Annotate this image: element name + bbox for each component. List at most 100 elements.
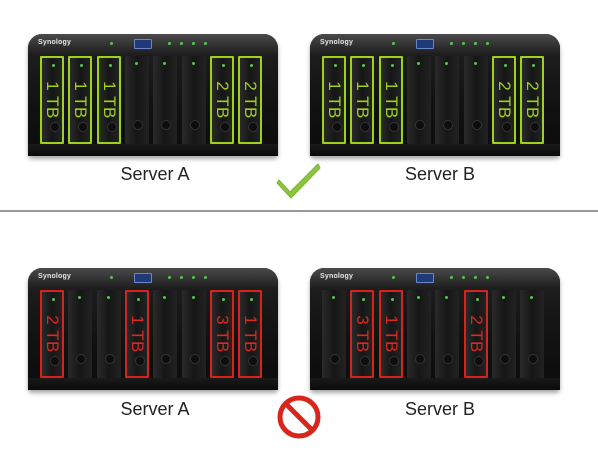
drive-latch (105, 354, 115, 364)
top-server-b-label: Server B (404, 164, 476, 184)
drive-latch (360, 122, 370, 132)
drive-bay-green: 1 TB (350, 56, 374, 144)
drive-latch (332, 122, 342, 132)
chassis-top-strip (28, 268, 278, 288)
bottom-server-a-label: Server A (120, 399, 190, 419)
top-server-a-label: Server A (120, 164, 190, 184)
empty-drive-bay (464, 56, 488, 144)
drive-capacity-label: 2 TB (241, 81, 260, 119)
drive-capacity-label: 1 TB (241, 315, 260, 353)
drive-bay-green: 2 TB (492, 56, 516, 144)
drive-led (137, 298, 140, 301)
status-led (450, 276, 453, 279)
empty-drive-bay (182, 290, 206, 378)
drive-capacity-label: 1 TB (43, 81, 62, 119)
drive-led (107, 296, 110, 299)
status-led (180, 42, 183, 45)
status-led (392, 276, 395, 279)
drive-led (250, 298, 253, 301)
chassis-top-strip (310, 34, 560, 54)
drive-latch (360, 356, 370, 366)
drive-latch (502, 122, 512, 132)
drive-capacity-label: 1 TB (353, 81, 372, 119)
section-divider (0, 210, 598, 212)
drive-latch (190, 120, 200, 130)
drive-latch (135, 356, 145, 366)
status-led (168, 276, 171, 279)
chassis-base (28, 378, 278, 390)
drive-bay-green: 1 TB (68, 56, 92, 144)
status-led (192, 42, 195, 45)
drive-led (417, 296, 420, 299)
drive-bay-red: 2 TB (40, 290, 64, 378)
drive-bay-red: 2 TB (464, 290, 488, 378)
drive-led (502, 296, 505, 299)
drive-led (530, 296, 533, 299)
empty-drive-bay (153, 290, 177, 378)
drive-bay-red: 3 TB (210, 290, 234, 378)
drive-bay-green: 1 TB (322, 56, 346, 144)
drive-bay-green: 1 TB (40, 56, 64, 144)
status-led (110, 42, 113, 45)
drive-capacity-label: 1 TB (71, 81, 90, 119)
drive-latch (190, 354, 200, 364)
drive-latch (530, 122, 540, 132)
status-led (110, 276, 113, 279)
drive-latch (330, 354, 340, 364)
drive-latch (50, 122, 60, 132)
chassis-base (310, 378, 560, 390)
status-led (450, 42, 453, 45)
drive-latch (389, 356, 399, 366)
drive-capacity-label: 2 TB (43, 315, 62, 353)
drive-latch (50, 356, 60, 366)
empty-drive-bay (182, 56, 206, 144)
drive-capacity-label: 3 TB (213, 315, 232, 353)
brand-logo: Synology (38, 273, 72, 280)
drive-led (362, 64, 365, 67)
drive-led (474, 62, 477, 65)
drive-led (445, 296, 448, 299)
bottom-server-b-label: Server B (404, 399, 476, 419)
brand-logo: Synology (320, 273, 354, 280)
status-led (392, 42, 395, 45)
drive-latch (107, 122, 117, 132)
status-led (474, 276, 477, 279)
empty-drive-bay (322, 290, 346, 378)
drive-led (222, 298, 225, 301)
chassis-base (28, 144, 278, 156)
drive-latch (248, 122, 258, 132)
status-display (134, 39, 152, 49)
drive-led (250, 64, 253, 67)
drive-led (135, 62, 138, 65)
empty-drive-bay (407, 290, 431, 378)
drive-bay-green: 2 TB (210, 56, 234, 144)
empty-drive-bay (492, 290, 516, 378)
empty-drive-bay (68, 290, 92, 378)
drive-led (391, 298, 394, 301)
drive-capacity-label: 3 TB (353, 315, 372, 353)
drive-latch (133, 120, 143, 130)
empty-drive-bay (520, 290, 544, 378)
status-led (462, 42, 465, 45)
drive-latch (161, 120, 171, 130)
drive-led (192, 62, 195, 65)
status-led (486, 276, 489, 279)
drive-led (163, 62, 166, 65)
drive-led (334, 64, 337, 67)
drive-bay-green: 2 TB (520, 56, 544, 144)
drive-led (332, 296, 335, 299)
drive-latch (76, 354, 86, 364)
chassis-base (310, 144, 560, 156)
drive-latch (443, 354, 453, 364)
status-led (180, 276, 183, 279)
status-led (192, 276, 195, 279)
drive-latch (248, 356, 258, 366)
empty-drive-bay (125, 56, 149, 144)
drive-led (52, 64, 55, 67)
